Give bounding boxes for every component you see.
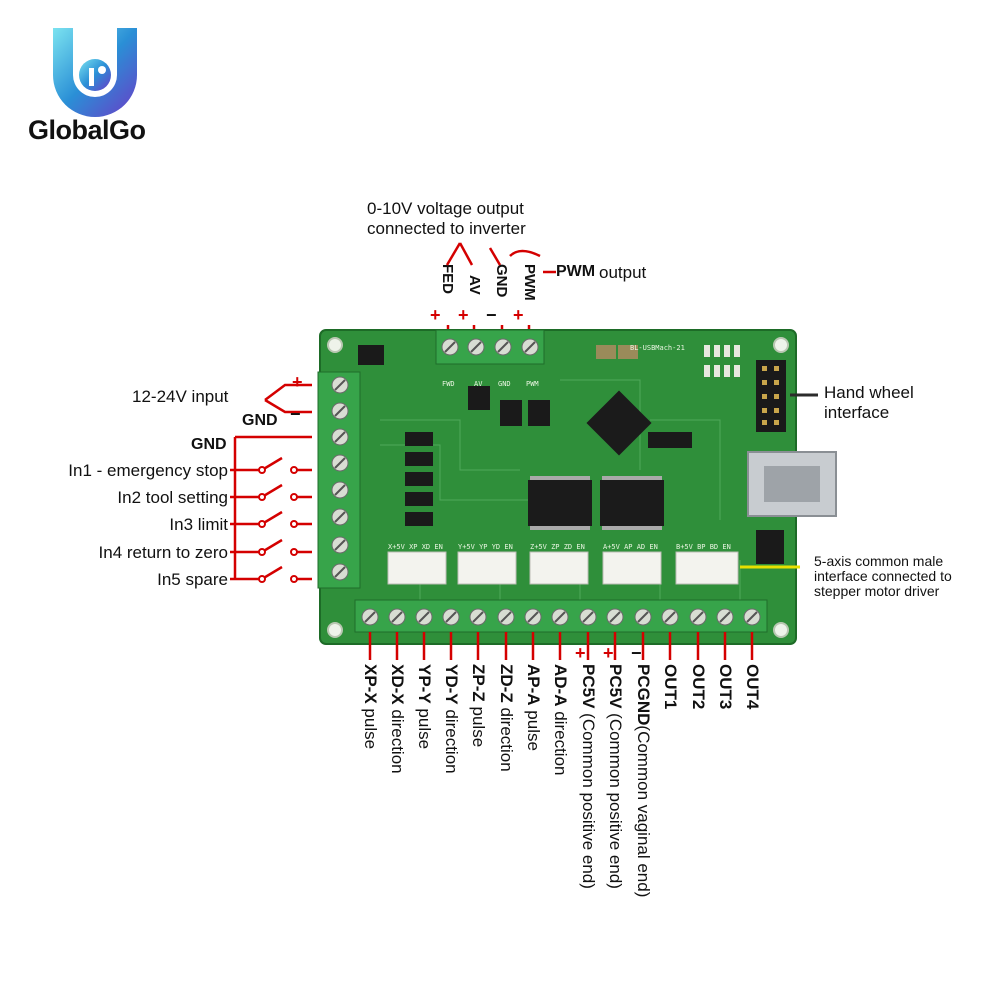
input-label-4: In4 return to zero: [98, 543, 228, 562]
power-plus-sign: +: [292, 372, 303, 392]
bottom-pin-label: OUT4: [743, 664, 762, 710]
silk-axis-a: A+5V AP AD EN: [603, 543, 658, 551]
silk-axis-b: B+5V BP BD EN: [676, 543, 731, 551]
input-label-3: In3 limit: [169, 515, 228, 534]
bottom-pin-label: OUT1: [661, 664, 680, 710]
bottom-sign-1: +: [575, 643, 586, 663]
top-sign-3: −: [486, 305, 497, 325]
top-pin-pwm: PWM: [521, 264, 538, 301]
top-pin-fed: FED: [439, 264, 456, 294]
bottom-pin-label: PC5V (Common positive end): [579, 664, 598, 889]
bottom-sign-2: +: [603, 643, 614, 663]
top-annotation-line2: connected to inverter: [367, 219, 526, 238]
power-gnd-label: GND: [242, 412, 278, 429]
bottom-pin-label: AD-A direction: [551, 664, 570, 776]
top-sign-4: +: [513, 305, 524, 325]
silk-fwd: FWD: [442, 380, 455, 388]
bottom-pin-label: ZD-Z direction: [497, 664, 516, 772]
bottom-pin-label: YD-Y direction: [442, 664, 461, 774]
silk-axis-x: X+5V XP XD EN: [388, 543, 443, 551]
five-axis-label-2: interface connected to: [814, 568, 952, 584]
top-sign-1: +: [430, 305, 441, 325]
pwm-output-label: output: [599, 263, 647, 282]
bottom-pin-label: AP-A pulse: [524, 664, 543, 751]
hand-wheel-label-1: Hand wheel: [824, 383, 914, 402]
top-annotation-line1: 0-10V voltage output: [367, 199, 524, 218]
input-label-1: In1 - emergency stop: [68, 461, 228, 480]
inputs-gnd-label: GND: [191, 436, 227, 453]
silk-gnd: GND: [498, 380, 511, 388]
silk-axis-z: Z+5V ZP ZD EN: [530, 543, 585, 551]
silk-pwm: PWM: [526, 380, 539, 388]
bottom-pin-label: XP-X pulse: [361, 664, 380, 750]
five-axis-label-1: 5-axis common male: [814, 553, 944, 569]
top-sign-2: +: [458, 305, 469, 325]
power-input-label: 12-24V input: [132, 387, 229, 406]
input-label-2: In2 tool setting: [117, 488, 228, 507]
pwm-tag: PWM: [556, 263, 596, 280]
bottom-pin-label: PC5V (Common positive end): [606, 664, 625, 889]
bottom-pin-label: ZP-Z pulse: [469, 664, 488, 748]
top-pin-av: AV: [466, 275, 483, 295]
bottom-pin-label: OUT3: [716, 664, 735, 710]
board-title: BL-USBMach-21: [630, 344, 685, 352]
bottom-sign-3: −: [631, 643, 642, 663]
silk-axis-y: Y+5V YP YD EN: [458, 543, 513, 551]
bottom-pin-label: XD-X direction: [388, 664, 407, 774]
bottom-pin-label: PCGND(Common vaginal end): [634, 664, 653, 898]
input-label-5: In5 spare: [157, 570, 228, 589]
bottom-pin-label: YP-Y pulse: [415, 664, 434, 750]
power-minus-sign: −: [290, 404, 301, 424]
bottom-pin-label: OUT2: [689, 664, 708, 710]
brand-logo-icon: [53, 28, 137, 117]
five-axis-label-3: stepper motor driver: [814, 583, 940, 599]
top-pin-gnd: GND: [493, 264, 510, 298]
silk-av: AV: [474, 380, 483, 388]
hand-wheel-label-2: interface: [824, 403, 890, 422]
brand-name: GlobalGo: [28, 115, 146, 145]
